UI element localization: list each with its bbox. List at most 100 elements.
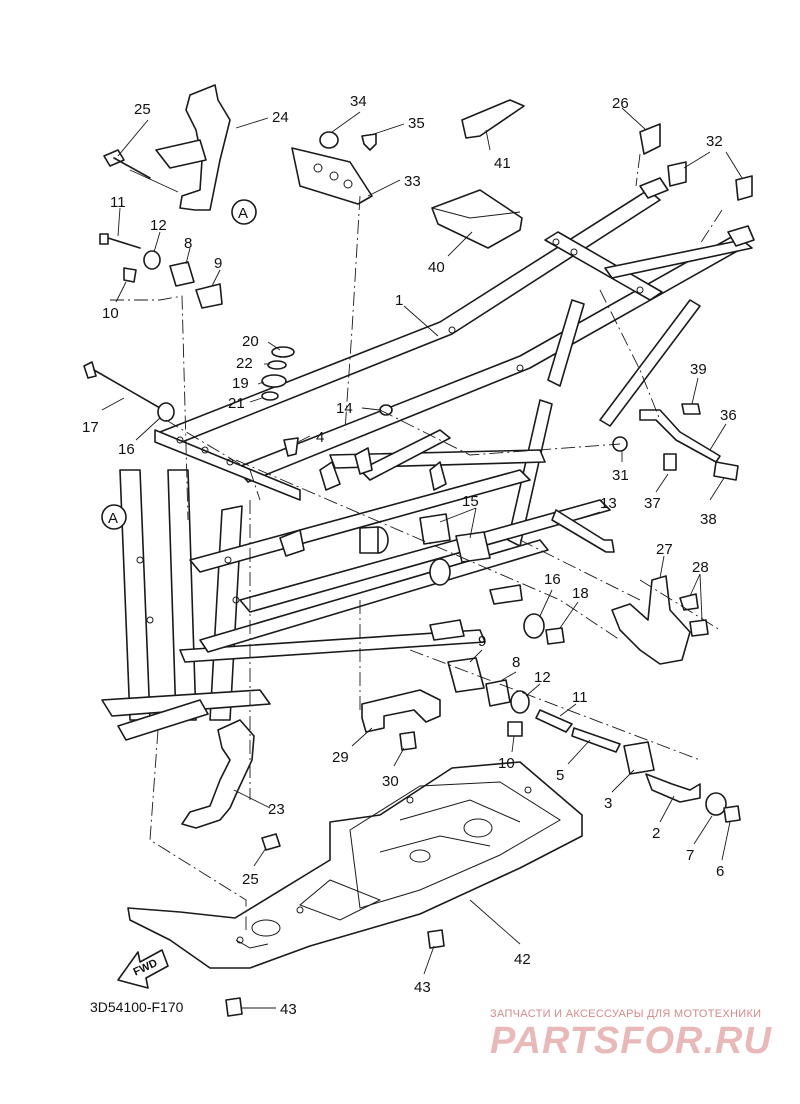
holder-41 — [461, 99, 525, 139]
washer-16-top — [157, 402, 175, 422]
washer-20 — [271, 346, 295, 358]
front-bracket-24 — [179, 84, 231, 211]
fwd-arrow: FWD — [117, 949, 169, 989]
callout-33: 33 — [404, 173, 421, 190]
callout-12-lower: 12 — [534, 669, 551, 686]
callout-32: 32 — [706, 133, 723, 150]
callout-2: 2 — [652, 825, 660, 842]
callout-labels: 1 2 3 4 5 6 7 8 8 9 9 10 10 11 11 12 12 … — [82, 93, 737, 1018]
callout-39: 39 — [690, 361, 707, 378]
bolt-10-top — [123, 267, 137, 283]
callout-31: 31 — [612, 467, 629, 484]
watermark-logo: PARTSFOR.RU — [490, 1020, 772, 1062]
nut-6 — [723, 805, 741, 823]
callout-6: 6 — [716, 863, 724, 880]
drawing-code: 3D54100-F170 — [90, 999, 184, 1015]
callout-11-lower: 11 — [572, 689, 588, 706]
callout-20: 20 — [242, 333, 259, 350]
callout-19: 19 — [232, 375, 249, 392]
bolt-17 — [83, 361, 161, 409]
damper-34 — [319, 131, 339, 149]
bolt-10-lower — [507, 721, 523, 737]
bolt-5 — [571, 727, 621, 753]
callout-5: 5 — [556, 767, 564, 784]
washer-16-lower — [523, 613, 545, 639]
bolt-28-a — [679, 593, 699, 611]
callout-21: 21 — [228, 395, 245, 412]
callout-24: 24 — [272, 109, 289, 126]
callout-43-upper: 43 — [414, 979, 431, 996]
lower-bracket-23 — [181, 719, 255, 829]
grip-38 — [713, 461, 739, 481]
callout-4: 4 — [316, 429, 324, 446]
callout-10-lower: 10 — [498, 755, 515, 772]
callout-23: 23 — [268, 801, 285, 818]
bolt-25-top — [103, 149, 151, 179]
bracket-27 — [611, 575, 691, 665]
spacer-7 — [705, 792, 727, 816]
callout-3: 3 — [604, 795, 612, 812]
grommet-19 — [261, 374, 287, 388]
clip-4 — [283, 437, 299, 457]
clip-32-b — [735, 175, 753, 201]
bolt-43-lower — [225, 997, 243, 1017]
bolt-11-top — [99, 233, 141, 249]
washer-21 — [261, 391, 279, 401]
washer-12-lower — [510, 690, 530, 714]
callout-25-lower: 25 — [242, 871, 259, 888]
bush-15-a — [419, 513, 451, 545]
callout-36: 36 — [720, 407, 737, 424]
callout-13: 13 — [600, 495, 617, 512]
ring-22 — [267, 360, 287, 370]
bush-3 — [623, 741, 655, 775]
callout-40: 40 — [428, 259, 445, 276]
callout-38: 38 — [700, 511, 717, 528]
leader-lines — [101, 107, 743, 1009]
bolt-30 — [399, 731, 417, 751]
bolt-28-b — [689, 619, 709, 637]
nut-18 — [545, 627, 565, 645]
callout-28: 28 — [692, 559, 709, 576]
collar-8-lower — [485, 679, 511, 707]
pouch-40 — [431, 189, 523, 249]
callout-29: 29 — [332, 749, 349, 766]
bolt-13 — [551, 509, 615, 553]
callout-43-lower: 43 — [280, 1001, 297, 1018]
callout-7: 7 — [686, 847, 694, 864]
callout-16-top: 16 — [118, 441, 135, 458]
plate-2 — [645, 773, 701, 803]
plate-33 — [291, 147, 373, 205]
reference-marker-label: A — [108, 510, 118, 527]
callout-8-lower: 8 — [512, 654, 520, 671]
reference-marker-a-top: A — [231, 199, 257, 225]
callout-34: 34 — [350, 93, 367, 110]
callout-18: 18 — [572, 585, 589, 602]
callout-10-top: 10 — [102, 305, 119, 322]
bush-9-top — [195, 283, 223, 309]
callout-9-top: 9 — [214, 255, 222, 272]
bush-9-lower — [447, 657, 485, 693]
callout-25-top: 25 — [134, 101, 151, 118]
main-frame — [101, 177, 755, 741]
callout-1: 1 — [395, 292, 403, 309]
callout-14: 14 — [336, 400, 353, 417]
collar-8-top — [169, 261, 195, 287]
callout-11-top: 11 — [110, 194, 126, 211]
watermark-tagline: ЗАПЧАСТИ И АКСЕССУАРЫ ДЛЯ МОТОТЕХНИКИ — [490, 1008, 762, 1020]
callout-15: 15 — [462, 493, 479, 510]
bracket-29 — [361, 689, 441, 733]
reference-marker-label: A — [238, 205, 248, 222]
callout-30: 30 — [382, 773, 399, 790]
callout-26: 26 — [612, 95, 629, 112]
callout-16-lower: 16 — [544, 571, 561, 588]
center-lines — [110, 153, 723, 930]
callout-22: 22 — [236, 355, 253, 372]
clamp-26 — [639, 123, 661, 155]
bolt-37 — [663, 453, 677, 471]
callout-42: 42 — [514, 951, 531, 968]
callout-41: 41 — [494, 155, 511, 172]
rod-36 — [639, 409, 721, 463]
callout-8-top: 8 — [184, 235, 192, 252]
callout-35: 35 — [408, 115, 425, 132]
callout-12-top: 12 — [150, 217, 167, 234]
